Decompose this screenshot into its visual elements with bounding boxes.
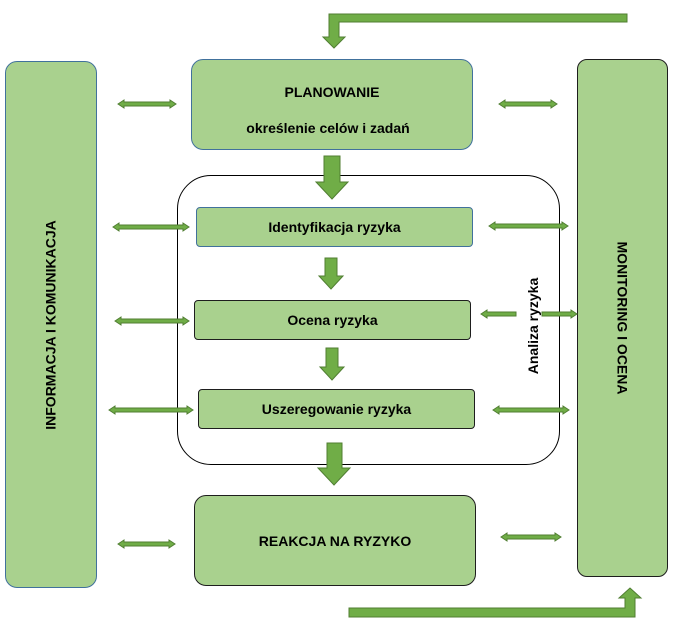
- down-arrow-planning-identification: [314, 155, 350, 200]
- risk-assessment-box: Ocena ryzyka: [194, 300, 471, 340]
- risk-prioritization-box: Uszeregowanie ryzyka: [198, 389, 475, 429]
- right-arrow-prioritization: [492, 405, 570, 415]
- risk-response-label: REAKCJA NA RYZYKO: [258, 532, 412, 549]
- planning-title: PLANOWANIE: [284, 84, 380, 100]
- right-arrow-identification: [488, 221, 569, 231]
- planning-subtitle: określenie celów i zadań: [246, 120, 410, 136]
- risk-response-box: REAKCJA NA RYZYKO: [194, 495, 476, 586]
- down-arrow-assessment-prioritization: [318, 347, 346, 381]
- left-arrow-response: [117, 539, 176, 549]
- right-arrow-response: [500, 532, 562, 542]
- risk-identification-label: Identyfikacja ryzyka: [268, 219, 401, 235]
- down-arrow-identification-assessment: [317, 257, 345, 290]
- top-loop-arrow: [321, 13, 628, 49]
- right-arrow-analysis-right: [541, 309, 578, 319]
- left-arrow-assessment: [114, 316, 190, 326]
- information-communication-panel: INFORMACJA I KOMUNIKACJA: [5, 61, 97, 588]
- right-arrow-planning: [498, 99, 558, 109]
- left-arrow-planning: [117, 99, 177, 109]
- risk-prioritization-label: Uszeregowanie ryzyka: [261, 401, 412, 417]
- bottom-loop-arrow: [348, 587, 643, 618]
- risk-identification-box: Identyfikacja ryzyka: [196, 207, 473, 247]
- monitoring-evaluation-panel: MONITORING I OCENA: [577, 59, 668, 577]
- left-arrow-identification: [112, 222, 190, 232]
- right-arrow-analysis-left: [480, 309, 517, 319]
- down-arrow-prioritization-response: [316, 442, 352, 486]
- left-arrow-prioritization: [108, 405, 194, 415]
- risk-assessment-label: Ocena ryzyka: [287, 312, 378, 328]
- planning-box: PLANOWANIE określenie celów i zadań: [191, 59, 473, 150]
